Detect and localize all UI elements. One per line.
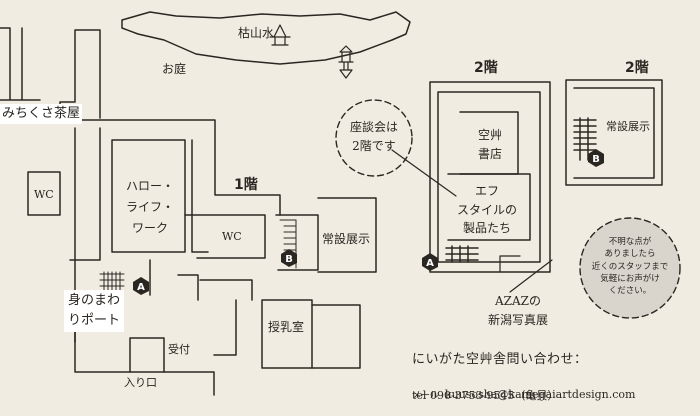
contact-title: にいがた空艸舎問い合わせ： xyxy=(412,352,588,367)
pond-outline xyxy=(121,11,411,65)
contact-mail-label: メール xyxy=(412,391,440,402)
floor2-label-right: 2階 xyxy=(625,60,649,76)
help-note-circle xyxy=(579,217,681,319)
talk-note-circle xyxy=(335,99,413,177)
contact-mail-address[interactable]: kuusosha@kamegaiartdesign.com xyxy=(445,388,636,402)
contact-mail-row: メール kuusosha@kamegaiartdesign.com xyxy=(412,369,635,404)
bookstore-label: 空艸 書店 xyxy=(477,128,502,161)
stairs-a-1f xyxy=(99,271,125,291)
garden-pavilion-icon xyxy=(269,24,291,46)
hello-life-work-label: ハロー・ ライフ・ ワーク xyxy=(125,179,174,235)
nursing-room-label: 授乳室 xyxy=(268,320,305,334)
azaz-photo-exhibit-label: AZAZの 新潟写真展 xyxy=(487,294,548,327)
floor2-right-walls xyxy=(565,79,663,186)
contact-tel[interactable]: tel 090-3753-9545（亀貝） xyxy=(412,389,559,402)
permanent-exhibit-2f-label: 常設展示 xyxy=(606,120,650,133)
talk-note-label: 座談会は 2階です xyxy=(349,120,398,153)
svg-text:B: B xyxy=(592,154,600,165)
reception-label: 受付 xyxy=(168,343,190,356)
wc-center-label: WC xyxy=(222,230,242,243)
wc-left-label: WC xyxy=(34,188,54,201)
stair-marker-a-1f: A xyxy=(133,277,149,295)
garden-label: お庭 xyxy=(162,62,187,76)
minomawari-report-label: 身のまわ りポート xyxy=(64,290,125,333)
svg-text:B: B xyxy=(285,254,293,265)
floor1-walls xyxy=(0,27,377,396)
f-style-label: エフ スタイルの 製品たち xyxy=(456,184,517,236)
permanent-exhibit-1f-label: 常設展示 xyxy=(322,232,371,246)
svg-text:A: A xyxy=(426,258,434,269)
floor2-middle-walls xyxy=(429,81,551,273)
tea-house-label: みちくさ茶屋 xyxy=(0,104,83,125)
help-note-label: 不明な点が ありましたら 近くのスタッフまで 気軽にお声がけ ください。 xyxy=(591,237,669,297)
stone-lantern-icon xyxy=(338,45,354,79)
floor1-label: 1階 xyxy=(234,177,258,193)
stair-marker-b-2f: B xyxy=(588,149,604,167)
stair-marker-a-2f: A xyxy=(422,253,438,271)
stair-marker-b-1f: B xyxy=(281,249,297,267)
karesansui-label: 枯山水 xyxy=(238,26,275,40)
floor2-label-middle: 2階 xyxy=(474,60,498,76)
entrance-label: 入り口 xyxy=(124,376,157,389)
svg-text:A: A xyxy=(137,282,145,293)
